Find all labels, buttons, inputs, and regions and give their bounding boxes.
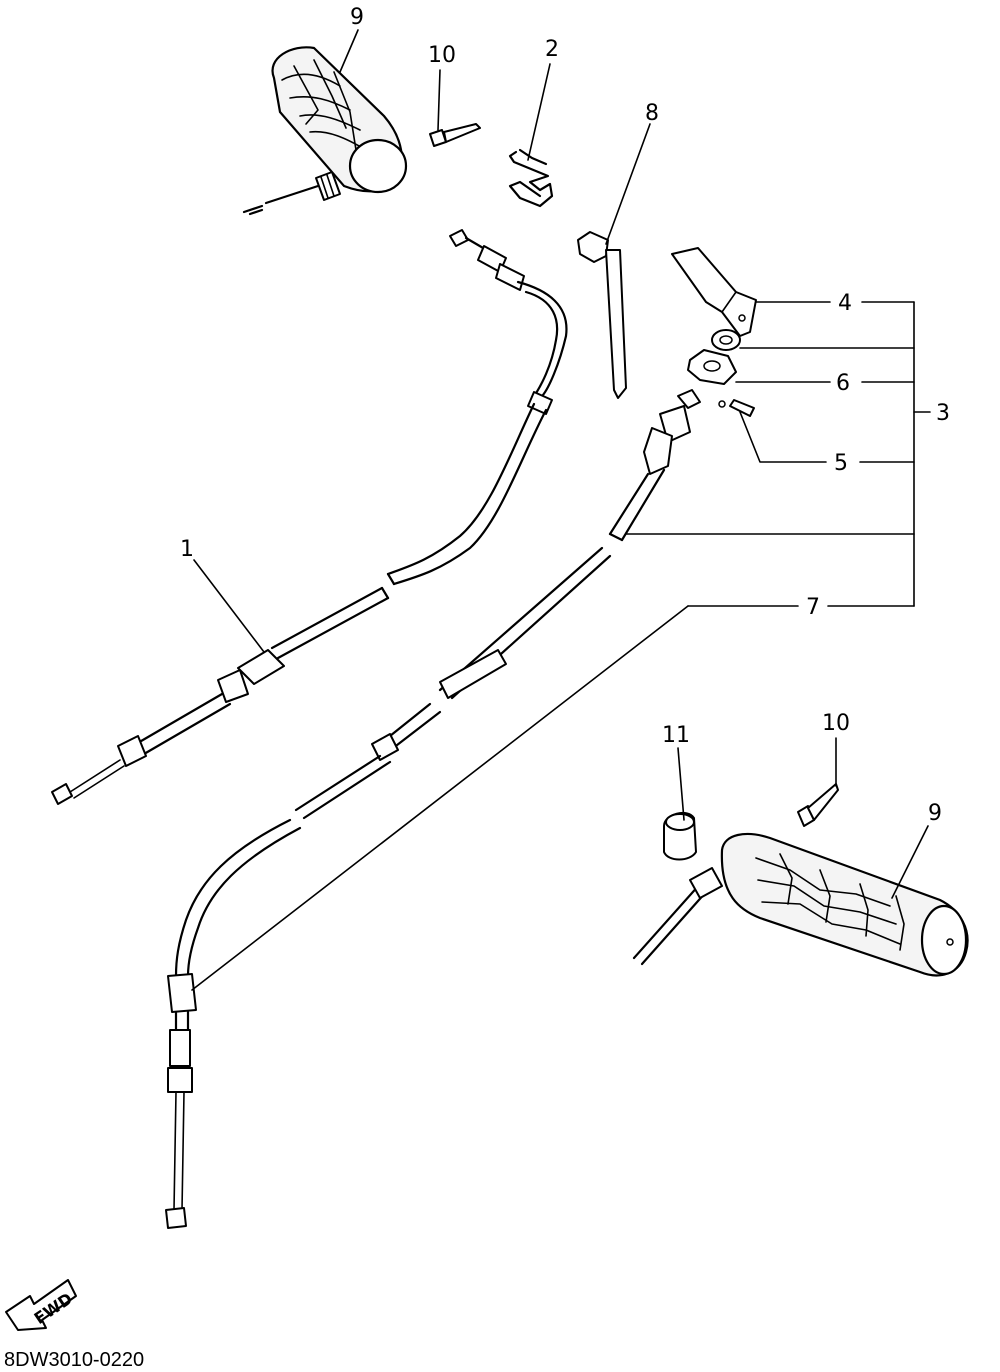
callout-collar: 11 [662,723,690,748]
callout-nut: 6 [836,371,850,396]
holder [671,247,757,337]
pin [718,399,755,417]
band [577,231,627,399]
callout-cable: 1 [180,537,194,562]
clip [508,148,554,208]
callout-grip-left: 9 [350,5,364,30]
callouts: 9 10 2 8 4 3 6 5 1 7 11 10 9 [180,5,950,826]
callout-end-left: 10 [428,43,456,68]
callout-end-right: 10 [822,711,850,736]
fwd-arrow: FWD [5,1279,77,1331]
callout-cable-throttle: 7 [806,595,820,620]
right-grip [632,832,969,977]
left-grip-end [429,123,481,147]
leader-lines [191,29,931,991]
left-grip [242,46,408,216]
nut [687,349,737,385]
cable-1 [51,229,568,805]
cable-7 [165,546,612,1229]
diagram-code: 8DW3010-0220 [4,1349,144,1371]
throttle-cable-upper-end [608,389,701,542]
callout-holder: 4 [838,291,852,316]
right-grip-end [797,783,839,827]
collar [663,811,697,861]
callout-pin: 5 [834,451,848,476]
washer [711,329,741,351]
callout-grip-right: 9 [928,801,942,826]
callout-clip: 2 [545,37,559,62]
callout-assembly: 3 [936,401,950,426]
callout-band: 8 [645,101,659,126]
